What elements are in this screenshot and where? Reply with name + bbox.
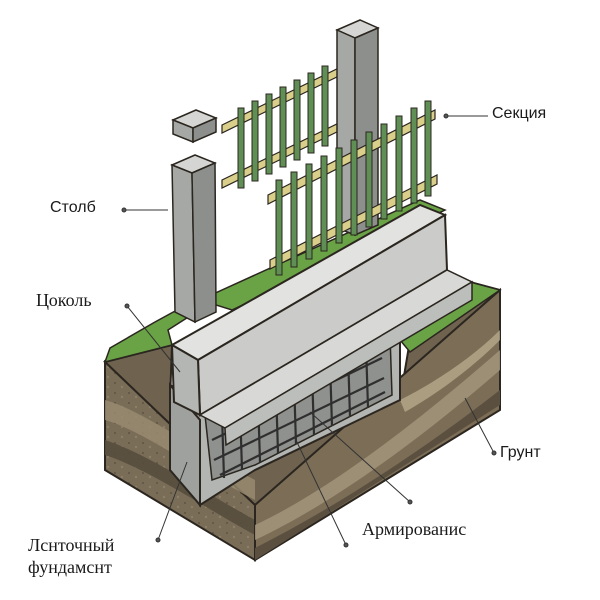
back-pickets: [237, 65, 329, 189]
label-plinth: Цоколь: [36, 290, 92, 310]
post-cap-side: [192, 116, 217, 144]
post-left: [170, 154, 217, 324]
fence-section-back: [221, 64, 346, 189]
label-soil: Грунт: [500, 444, 541, 461]
label-strip-foundation-line1: Лснточный: [28, 535, 115, 555]
soil-stratum-right-2: [255, 390, 500, 560]
leader-plinth: [126, 305, 181, 373]
soil-stratum-left-2: [105, 440, 255, 535]
leader-foundation: [157, 461, 188, 541]
label-reinforcement: Армированис: [362, 519, 467, 539]
leader-reinforcement: [309, 411, 411, 503]
label-strip-foundation-line2: фундамснт: [28, 557, 112, 577]
fence-section-front: [267, 100, 438, 276]
post-cap: [171, 109, 218, 144]
plinth-step-front: [224, 280, 473, 447]
soil-stratum-right-3: [400, 330, 500, 412]
label-post: Столб: [50, 199, 96, 216]
leader-lines: [121, 113, 497, 548]
soil-stratum-right-1: [255, 350, 500, 540]
label-section: Секция: [492, 105, 547, 122]
plinth: [169, 203, 474, 447]
leader-soil: [464, 397, 495, 454]
post-left-side: [191, 161, 217, 324]
leader-reinforcement-2: [294, 437, 347, 546]
post-left-front: [171, 163, 196, 324]
front-pickets: [275, 100, 432, 276]
